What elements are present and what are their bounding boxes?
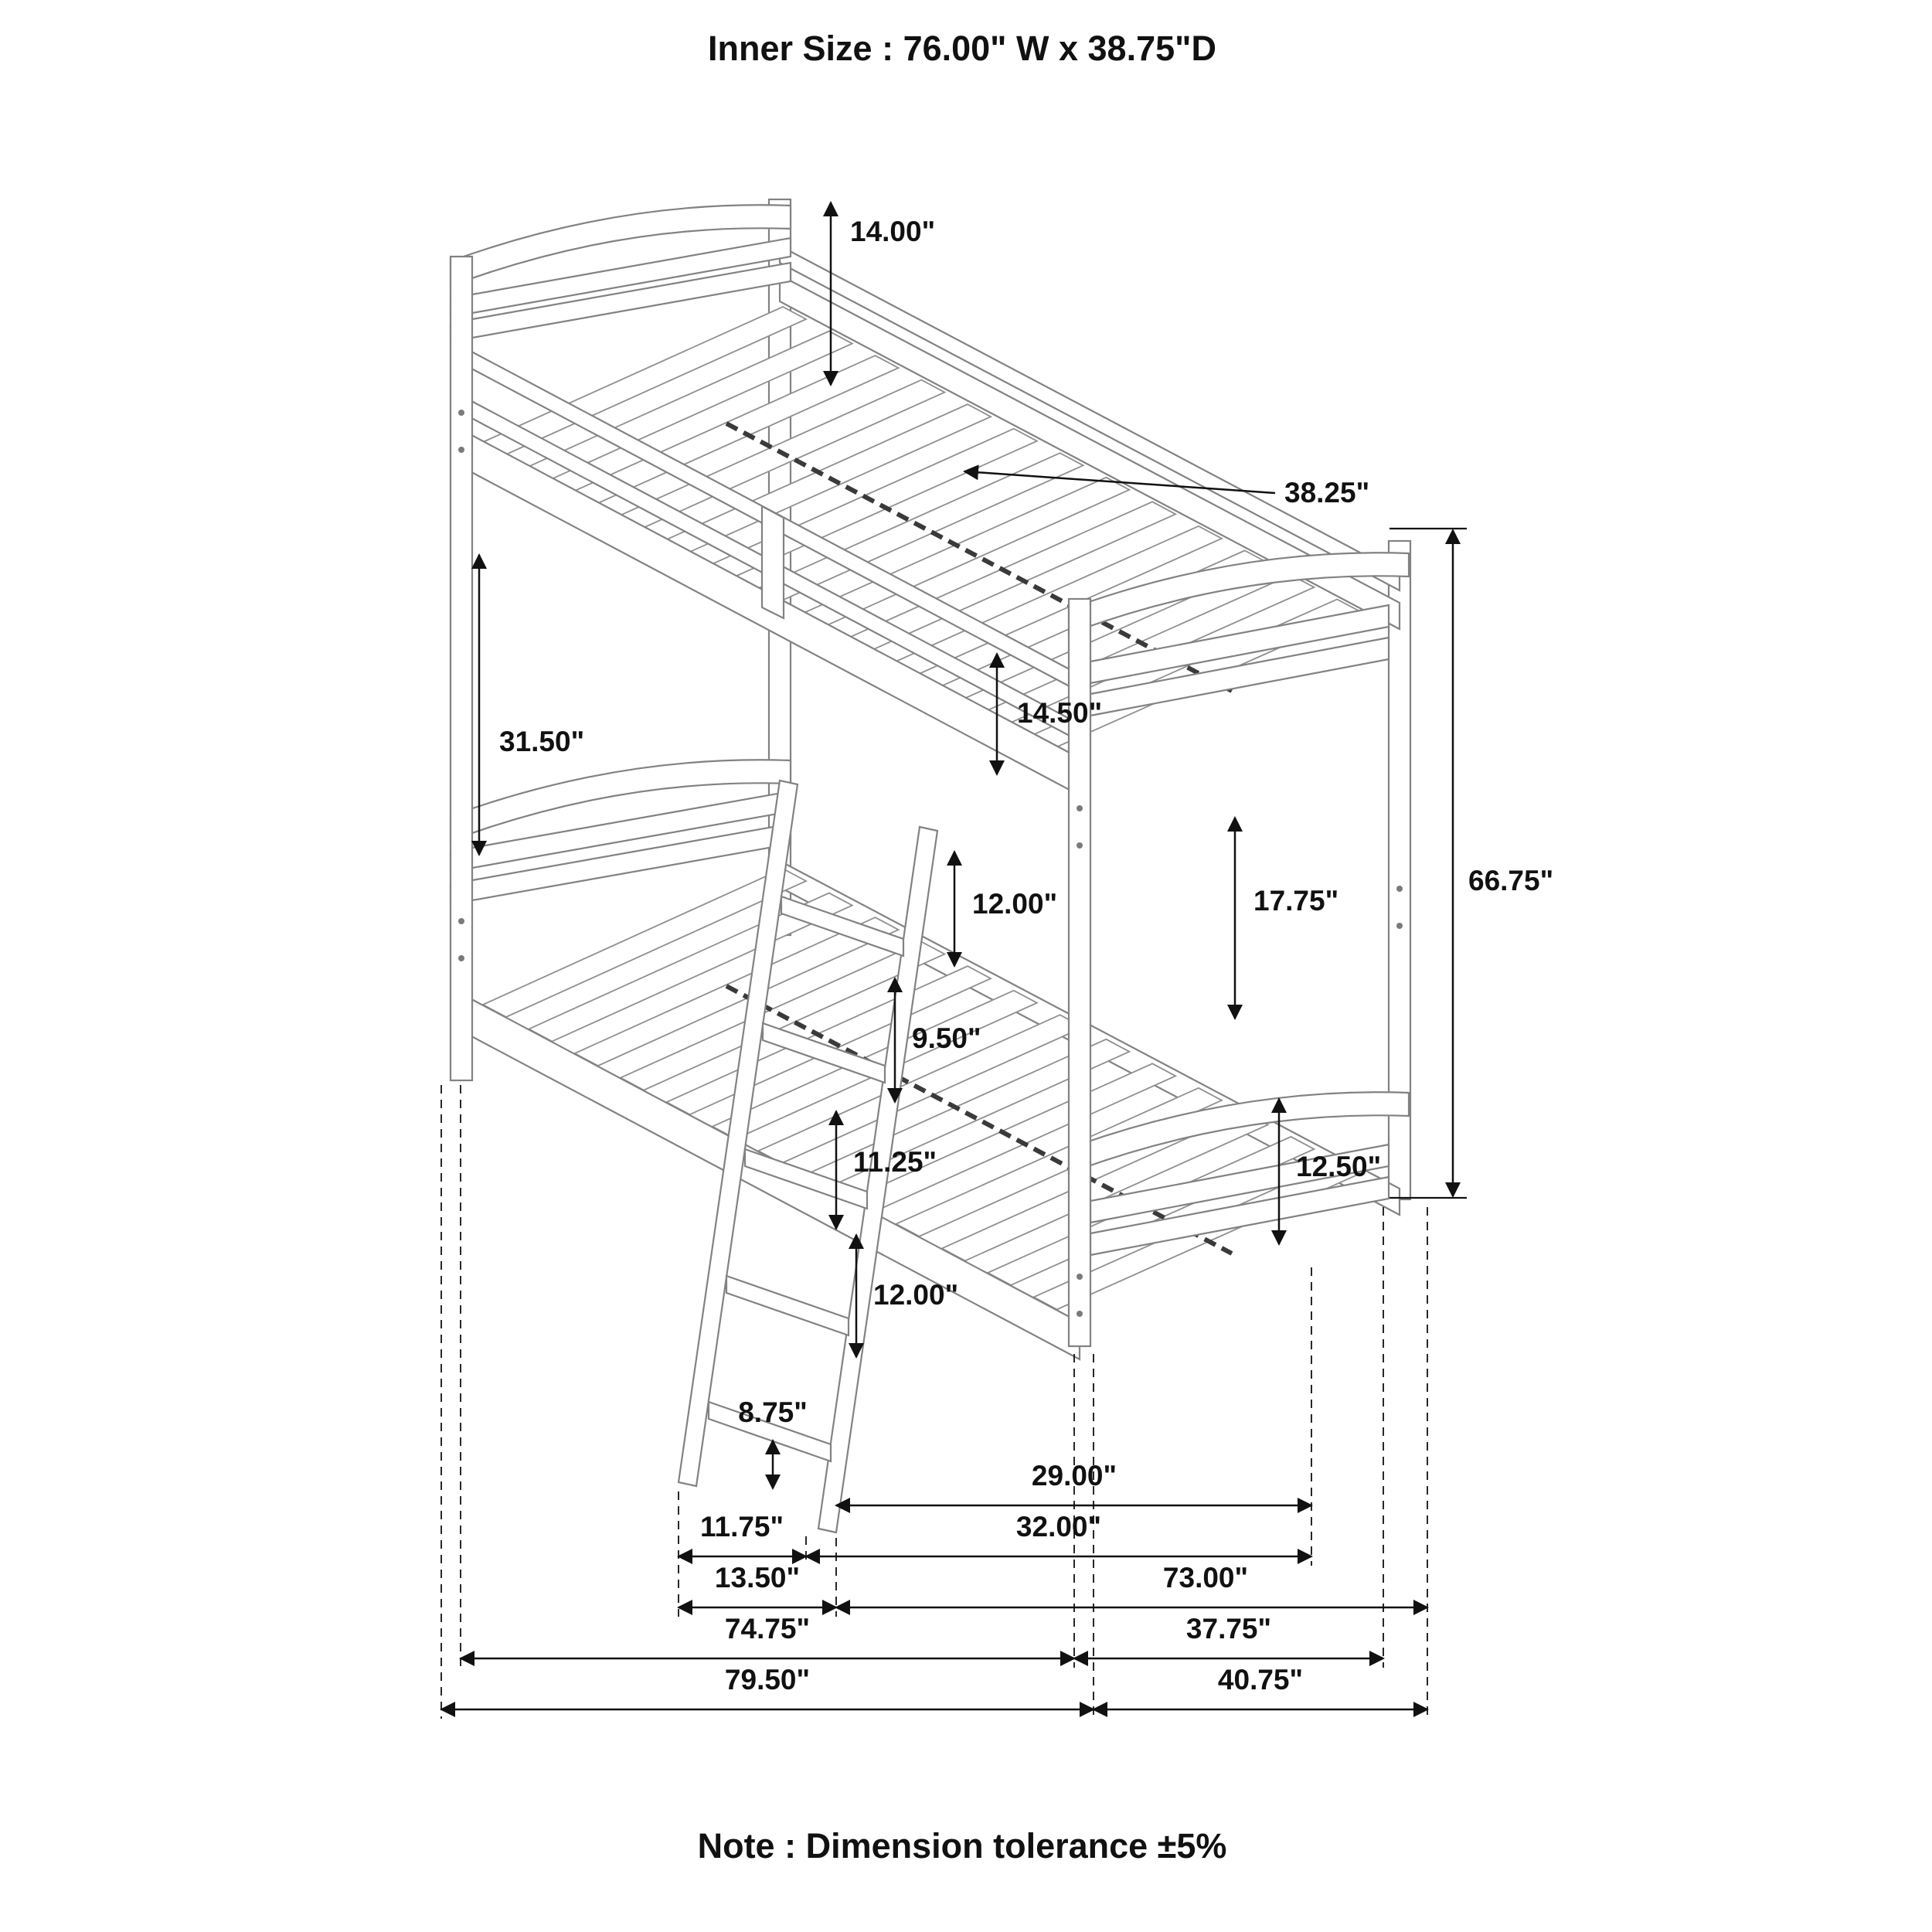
dim-label: 17.75" [1253, 885, 1338, 917]
dim-label: 40.75" [1218, 1664, 1303, 1696]
dim-label: 12.50" [1296, 1151, 1381, 1182]
dim-ladder-depth: 13.50" [677, 1562, 838, 1615]
footboard-lower [1067, 1091, 1410, 1257]
dim-ladder-reach-inner: 29.00" [835, 1460, 1313, 1513]
dim-bottom-step: 8.75" [738, 1396, 808, 1490]
page-title: Inner Size : 76.00" W x 38.75"D [708, 29, 1216, 68]
dim-step-gap-4: 12.00" [849, 1233, 958, 1359]
bed-drawing [449, 198, 1412, 1534]
extension-lines [440, 1085, 1428, 1719]
bolt-holes [458, 410, 1403, 1317]
dim-label: 29.00" [1032, 1460, 1117, 1492]
dim-label: 73.00" [1163, 1562, 1248, 1594]
dim-label: 32.00" [1016, 1511, 1101, 1543]
dim-bunk-gap: 31.50" [471, 553, 584, 856]
dim-label: 31.50" [499, 726, 584, 757]
dim-step-gap-3: 11.25" [828, 1110, 937, 1230]
dim-step-gap-1: 12.00" [947, 850, 1057, 968]
dim-label: 74.75" [725, 1613, 810, 1645]
dim-ladder-foot: 11.75" [677, 1511, 808, 1564]
dim-label: 11.25" [853, 1146, 937, 1178]
dimension-annotations: 14.00" 38.25" 31.50" 14.50" 12.00" 17.75… [440, 201, 1553, 1719]
dim-label: 38.25" [1284, 477, 1369, 509]
headboard-upper [449, 204, 792, 343]
dim-frame-length: 74.75" [459, 1613, 1076, 1666]
foot-front-post [1067, 597, 1092, 1348]
dim-ground-clearance: 12.50" [1271, 1097, 1381, 1246]
dim-step-gap-2: 9.50" [887, 977, 981, 1104]
dim-overall-length: 79.50" [440, 1664, 1095, 1717]
dim-label: 8.75" [738, 1396, 808, 1428]
tolerance-note: Note : Dimension tolerance ±5% [698, 1826, 1227, 1866]
dim-footboard-height: 17.75" [1227, 816, 1338, 1020]
ladder-left-rail [677, 779, 799, 1488]
footboard-upper [1067, 552, 1410, 717]
ladder [677, 779, 939, 1534]
dim-label: 13.50" [715, 1562, 800, 1594]
head-front-post [449, 255, 474, 1082]
ladder-steps [707, 895, 905, 1463]
headboard-lower [449, 759, 792, 906]
dim-guardrail-height: 14.50" [989, 652, 1102, 776]
dim-label: 14.00" [850, 216, 935, 247]
dim-label: 12.00" [972, 888, 1057, 920]
dim-overall-height: 66.75" [1389, 527, 1553, 1199]
dim-label: 14.50" [1017, 697, 1102, 729]
dim-label: 79.50" [725, 1664, 810, 1696]
dim-label: 9.50" [912, 1022, 981, 1054]
dim-frame-depth: 37.75" [1073, 1613, 1385, 1666]
dim-slat-width: 38.25" [963, 464, 1369, 509]
dim-label: 37.75" [1186, 1613, 1271, 1645]
dim-label: 11.75" [700, 1511, 784, 1543]
dim-ladder-reach-outer: 32.00" [804, 1511, 1313, 1564]
dim-inner-length: 73.00" [835, 1562, 1429, 1615]
dim-headboard-height: 14.00" [823, 201, 935, 386]
dim-label: 66.75" [1468, 865, 1553, 896]
dim-overall-depth: 40.75" [1092, 1664, 1429, 1717]
dim-label: 12.00" [873, 1279, 958, 1311]
